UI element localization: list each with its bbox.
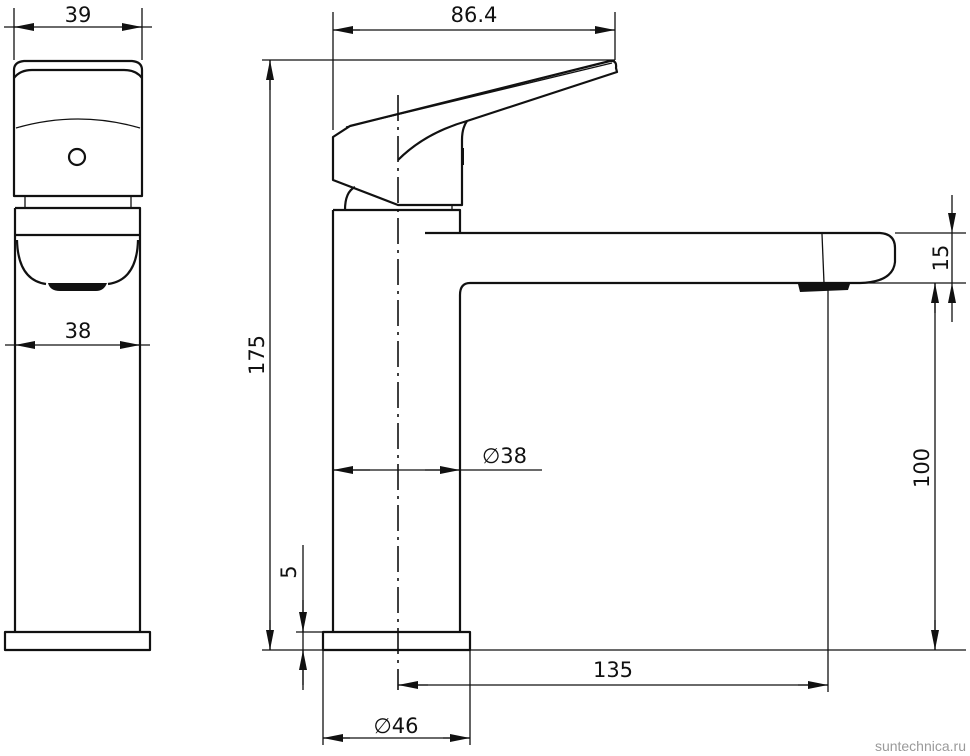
dim-spout-projection: 135 (593, 658, 633, 682)
front-base (3, 630, 152, 652)
front-body (13, 206, 142, 632)
dim-handle-width: 39 (65, 3, 92, 27)
dim-spout-height: 100 (910, 448, 934, 488)
front-handle (12, 59, 144, 198)
handle-indicator-icon (67, 147, 87, 167)
dim-base-height: 5 (277, 565, 301, 578)
side-body (331, 208, 471, 632)
dim-spout-thickness: 15 (929, 245, 953, 272)
front-view: 39 38 (3, 3, 152, 652)
side-handle (331, 59, 619, 207)
dim-total-height: 175 (245, 335, 269, 375)
dim-base-diameter: ∅46 (373, 714, 418, 738)
side-aerator (798, 284, 850, 292)
aerator (48, 283, 107, 291)
side-view: 86.4 175 15 100 ∅38 5 135 (245, 3, 966, 745)
dim-body-diameter: ∅38 (482, 444, 527, 468)
dim-handle-reach: 86.4 (451, 3, 498, 27)
spout (425, 231, 897, 285)
dim-body-width: 38 (65, 319, 92, 343)
watermark: suntechnica.ru (875, 738, 966, 754)
side-base (321, 630, 472, 652)
